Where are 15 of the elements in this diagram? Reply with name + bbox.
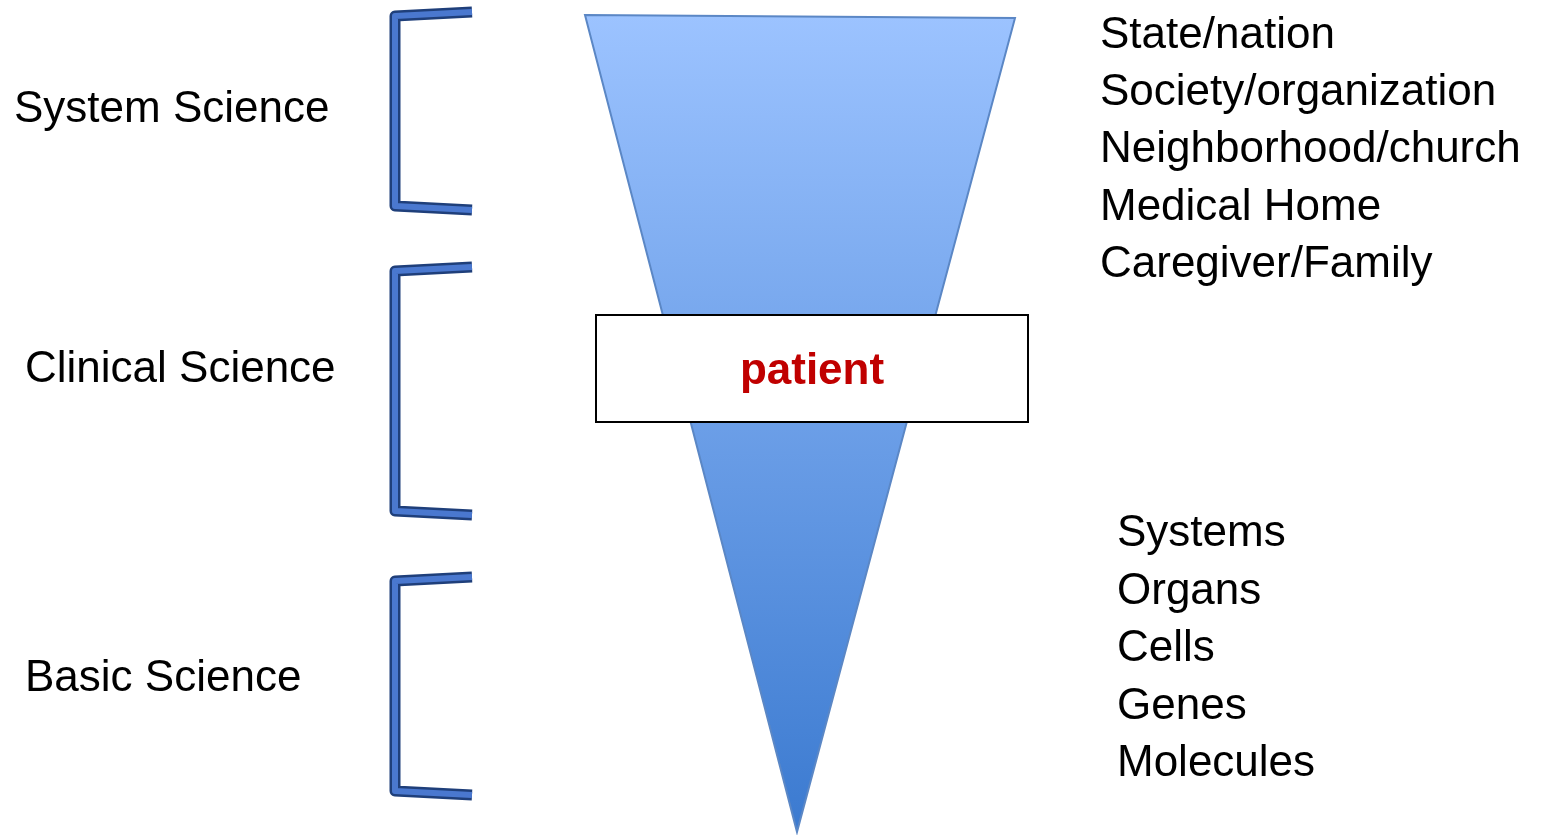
level-label: Molecules [1117,736,1316,786]
science-level-label: Basic Science [25,651,302,701]
level-label: State/nation [1100,8,1335,58]
level-label: Society/organization [1100,65,1497,115]
level-label: Systems [1117,506,1286,556]
science-level-label: Clinical Science [25,342,336,392]
level-label: Genes [1117,679,1247,729]
level-label: Neighborhood/church [1100,122,1521,172]
level-label: Caregiver/Family [1100,237,1433,287]
level-label: Cells [1117,621,1215,671]
box-text: patient [739,343,885,394]
science-level-label: System Science [14,82,330,132]
level-label: Medical Home [1100,180,1382,230]
level-label: Organs [1117,564,1262,614]
label-box [595,314,1029,423]
